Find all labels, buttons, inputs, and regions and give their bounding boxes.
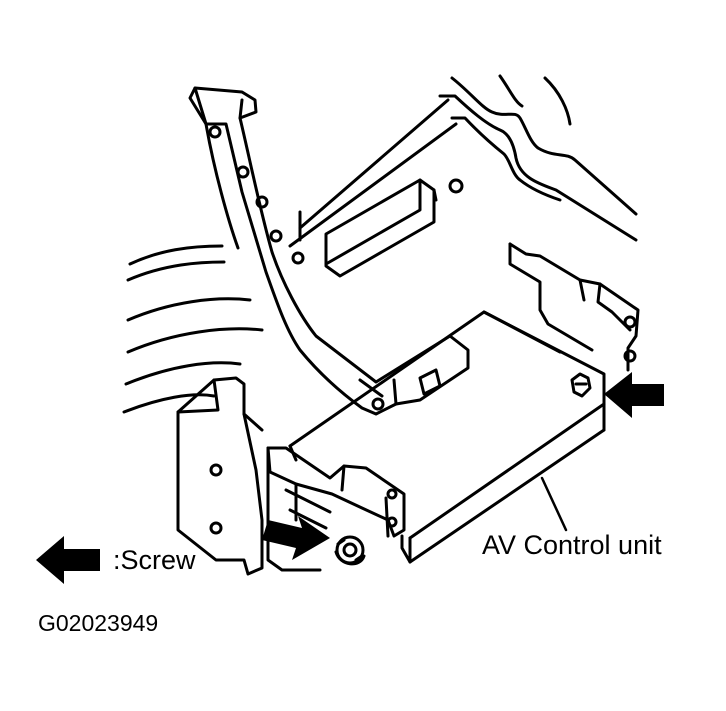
arrow-icon (262, 516, 330, 560)
left-lower-plate (176, 376, 264, 576)
front-screw (334, 535, 366, 566)
av-control-unit-label: AV Control unit (482, 530, 662, 560)
left-arrow-icon (36, 536, 100, 584)
arrow-icon (604, 372, 664, 418)
rear-screw (570, 372, 592, 398)
upper-frame (288, 74, 638, 248)
av-control-unit (288, 310, 606, 564)
upper-frame-cutout (324, 178, 464, 278)
av-control-leader-line (540, 476, 568, 532)
screw-callout-arrows (262, 372, 664, 560)
front-mount-bracket (266, 446, 406, 572)
right-mount-bracket (508, 242, 640, 372)
figure-code: G02023949 (38, 610, 159, 636)
screw-legend-label: :Screw (113, 545, 196, 575)
left-duct-curves (122, 244, 264, 414)
support-bracket (188, 86, 470, 416)
